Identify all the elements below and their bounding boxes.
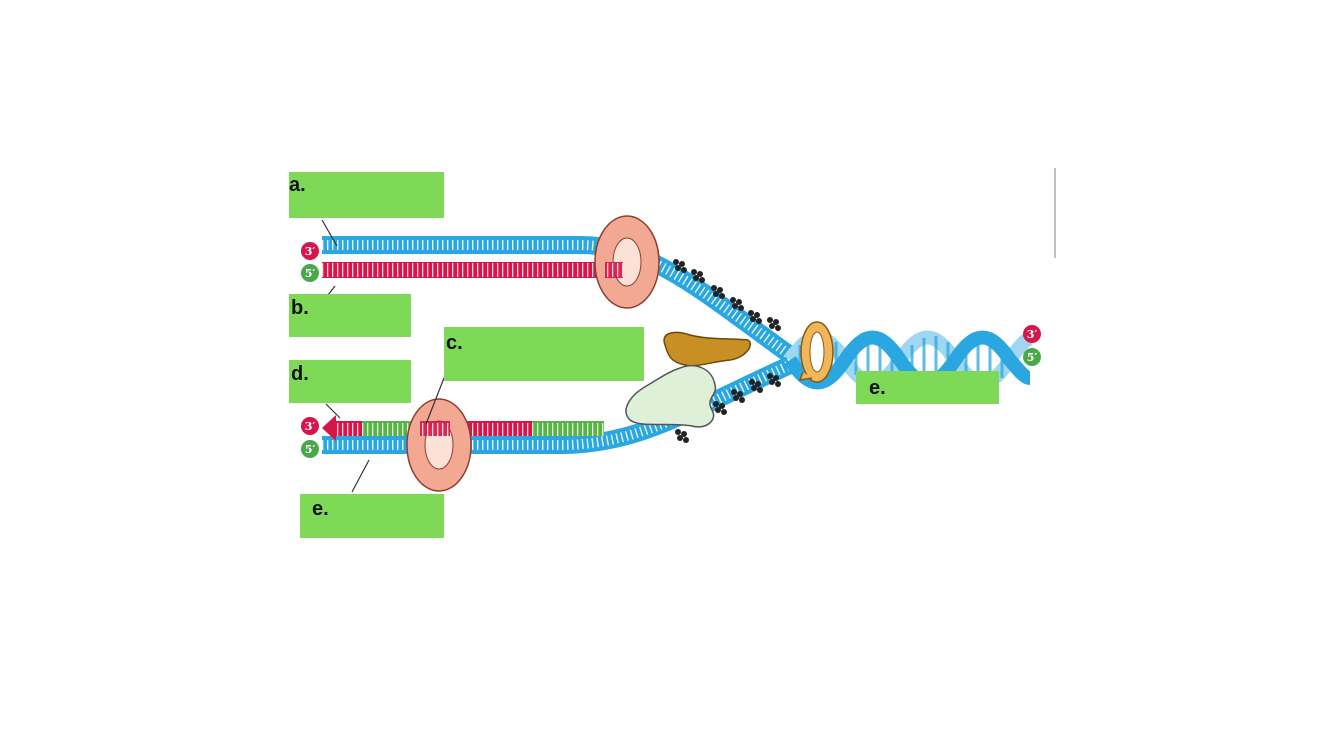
end-badges: 3′ 5′ 3′ 5′ 3′ 5′ <box>301 242 1041 458</box>
rna-primer-1 <box>362 421 412 436</box>
clamp-icon <box>406 398 472 492</box>
label-letter-c: c. <box>446 332 463 354</box>
polymerase-complex-icon <box>625 364 717 428</box>
svg-text:3′: 3′ <box>305 245 316 258</box>
ssb-protein-icon <box>749 379 763 393</box>
ssb-protein-icon <box>673 259 687 273</box>
ssb-proteins <box>673 259 781 443</box>
ssb-protein-icon <box>767 373 781 387</box>
clamp-icon <box>594 215 660 309</box>
leader-line-e-lower <box>351 459 370 493</box>
three-prime-badge: 3′ <box>301 242 319 260</box>
ssb-protein-icon <box>675 429 689 443</box>
svg-text:5′: 5′ <box>305 267 316 280</box>
ssb-protein-icon <box>731 389 745 403</box>
okazaki-fragment-1 <box>334 421 362 436</box>
five-prime-badge: 5′ <box>301 264 319 282</box>
label-letter-e-right: e. <box>869 377 886 399</box>
svg-text:3′: 3′ <box>305 420 316 433</box>
label-box-d[interactable] <box>289 360 411 403</box>
label-letter-a: a. <box>289 174 306 196</box>
three-prime-badge: 3′ <box>1023 325 1041 343</box>
svg-text:5′: 5′ <box>305 443 316 456</box>
label-box-b[interactable] <box>289 294 411 337</box>
leading-strand-through-clamp <box>605 262 623 278</box>
five-prime-badge: 5′ <box>1023 348 1041 366</box>
ssb-protein-icon <box>730 297 744 311</box>
leading-new-strand <box>322 262 622 278</box>
label-box-e-right[interactable] <box>856 371 999 404</box>
lagging-strand-through-clamp <box>420 421 450 436</box>
ssb-protein-icon <box>748 310 762 324</box>
ssb-protein-icon <box>691 269 705 283</box>
okazaki-fragment-1-arrowhead <box>322 415 336 441</box>
top-template-strand <box>322 236 796 363</box>
svg-text:3′: 3′ <box>1027 328 1038 341</box>
leader-line-c <box>425 377 445 425</box>
svg-text:5′: 5′ <box>1027 351 1038 364</box>
ssb-protein-icon <box>713 401 727 415</box>
label-box-c[interactable] <box>444 327 644 381</box>
label-letter-b: b. <box>291 297 309 319</box>
leader-line-d <box>325 403 341 419</box>
helicase-icon <box>798 321 834 383</box>
rna-primer-2 <box>532 421 604 436</box>
ssb-protein-icon <box>711 285 725 299</box>
label-box-e-lower[interactable] <box>300 494 444 538</box>
ssb-protein-icon <box>767 317 781 331</box>
label-letter-e-lower: e. <box>312 498 329 520</box>
five-prime-badge: 5′ <box>301 440 319 458</box>
label-box-a[interactable] <box>289 172 444 218</box>
label-letter-d: d. <box>291 363 309 385</box>
leader-line-a <box>321 219 338 247</box>
primase-icon <box>663 331 751 367</box>
three-prime-badge: 3′ <box>301 417 319 435</box>
